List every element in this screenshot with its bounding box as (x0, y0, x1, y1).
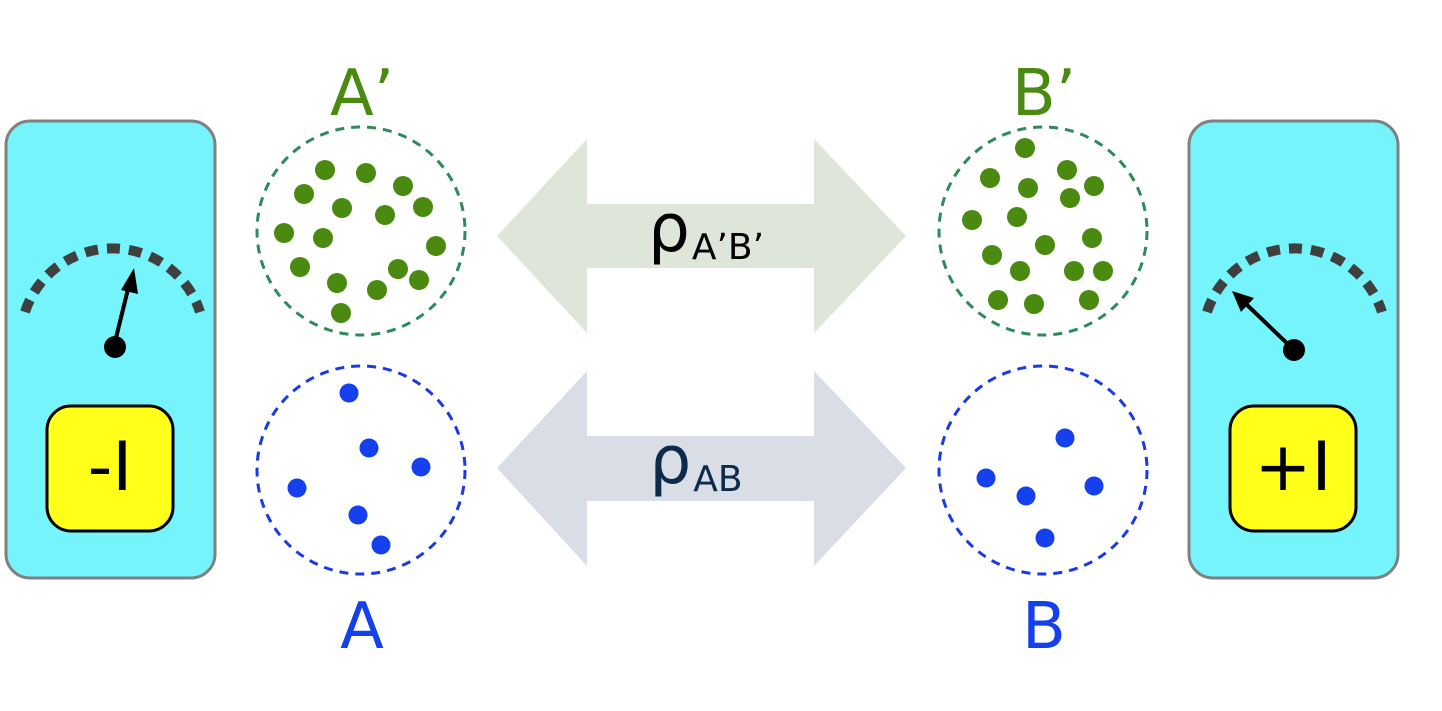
rho-ab: ρAB (595, 422, 795, 500)
particle-b-prime (1018, 178, 1038, 198)
double-arrow-top (497, 139, 906, 333)
particle-a (339, 383, 359, 403)
meter-right-pivot-icon (1283, 339, 1305, 361)
particle-b (976, 468, 996, 488)
particle-a (287, 478, 307, 498)
particle-a-prime (332, 198, 352, 218)
rho-top-symbol: ρ (647, 190, 690, 267)
particle-b-prime (1035, 235, 1055, 255)
particle-b-prime (1093, 261, 1113, 281)
needle-right-arrowhead-icon (1232, 291, 1254, 312)
particle-b-prime (1024, 294, 1044, 314)
particle-b-prime (1082, 228, 1102, 248)
meter-right-value: +I (1254, 428, 1332, 507)
meter-right (1187, 119, 1400, 580)
particle-b-prime (982, 245, 1002, 265)
particle-a-prime (426, 236, 446, 256)
meter-left-value: -I (87, 428, 133, 507)
cloud-a (255, 364, 467, 576)
meter-left (4, 119, 217, 580)
particle-b-prime (1015, 138, 1035, 158)
rho-top-subscript: A’B’ (691, 227, 765, 268)
particle-b-prime (1079, 290, 1099, 310)
needle-right-icon (1243, 301, 1295, 351)
particle-a-prime (313, 228, 333, 248)
particle-b (1035, 528, 1055, 548)
particle-a (411, 457, 431, 477)
needle-left-arrowhead-icon (121, 268, 138, 294)
particle-b-prime (988, 290, 1008, 310)
particle-a-prime (315, 160, 335, 180)
particle-a-prime (327, 273, 347, 293)
needle-left-icon (112, 284, 131, 347)
particle-a-prime (274, 223, 294, 243)
particle-a-prime (393, 176, 413, 196)
particle-b-prime (962, 210, 982, 230)
cloud-b (937, 364, 1149, 576)
particle-b-prime (980, 168, 1000, 188)
particle-b-prime (1084, 176, 1104, 196)
particle-a-prime (367, 280, 387, 300)
particle-a-prime (294, 184, 314, 204)
particle-a-prime (409, 270, 429, 290)
particle-b-prime (1060, 188, 1080, 208)
rho-bottom-symbol: ρ (649, 422, 692, 499)
particle-b-prime (1064, 261, 1084, 281)
particle-b (1016, 486, 1036, 506)
particle-b (1055, 428, 1075, 448)
label-a: A (340, 590, 384, 664)
label-a-prime: A’ (329, 57, 395, 131)
rho-bottom-subscript: AB (693, 459, 743, 500)
particle-a-prime (356, 163, 376, 183)
label-b: B (1022, 590, 1066, 664)
particle-a-prime (413, 197, 433, 217)
particle-a (348, 505, 368, 525)
particle-b-prime (1007, 207, 1027, 227)
meter-left-dial-icon (20, 243, 205, 314)
meter-left-pivot-icon (104, 336, 126, 358)
particle-a-prime (331, 303, 351, 323)
particle-a-prime (375, 205, 395, 225)
double-arrow-bottom (497, 371, 906, 566)
rho-a-prime-b-prime: ρA’B’ (605, 190, 805, 268)
particle-a-prime (290, 257, 310, 277)
meter-left-display (45, 404, 175, 533)
particle-b-prime (1010, 261, 1030, 281)
meter-right-dial-icon (1202, 243, 1387, 314)
particle-a-prime (388, 259, 408, 279)
particle-a (359, 438, 379, 458)
particle-b (1084, 476, 1104, 496)
particle-a (371, 535, 391, 555)
label-b-prime: B’ (1011, 57, 1077, 131)
particle-b-prime (1057, 160, 1077, 180)
cloud-b-prime (937, 125, 1149, 337)
meter-right-display (1228, 404, 1358, 533)
cloud-a-prime (255, 125, 467, 337)
